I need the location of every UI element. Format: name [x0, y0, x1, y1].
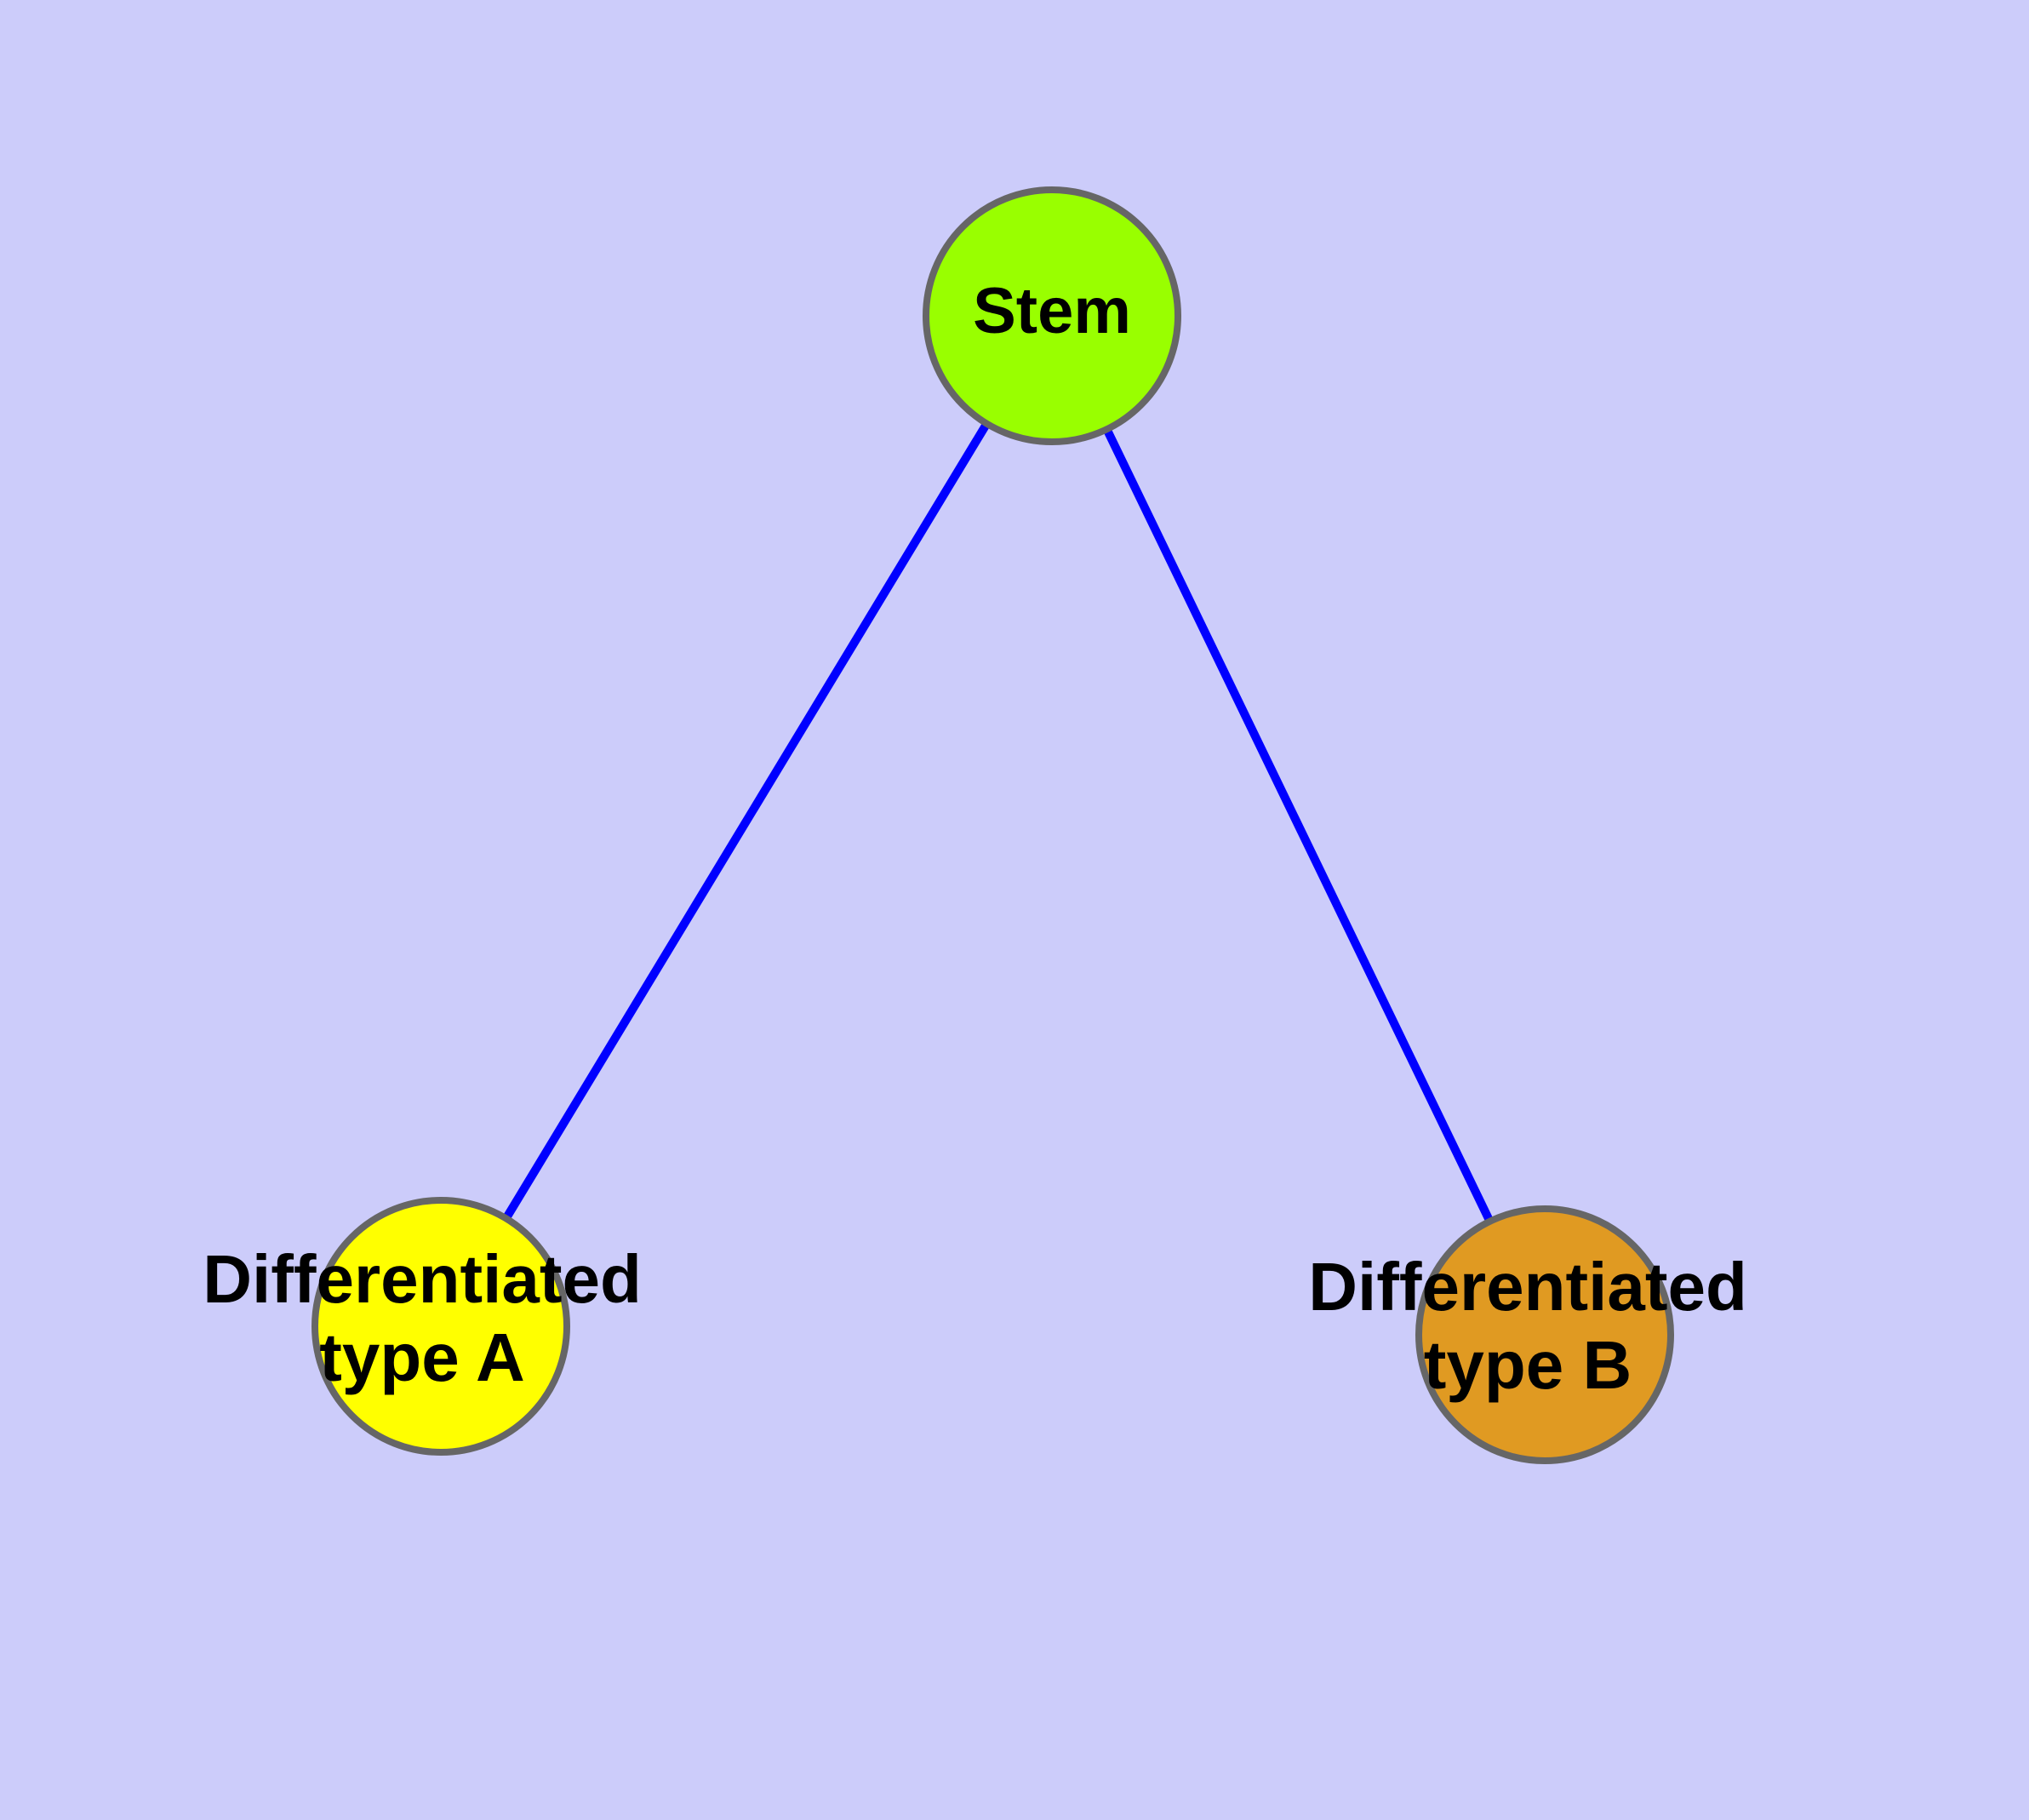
node-label-stem-line-1: Stem: [973, 275, 1131, 347]
node-stem[interactable]: Stem: [923, 186, 1181, 445]
node-circle-differentiated-type-a[interactable]: [311, 1197, 570, 1456]
node-label-differentiated-type-a-line-1: Differentiated: [203, 1241, 642, 1317]
node-circle-differentiated-type-b[interactable]: [1415, 1205, 1674, 1464]
node-circle-stem[interactable]: [923, 186, 1181, 445]
node-label-differentiated-type-b-line-1: Differentiated: [1308, 1249, 1747, 1325]
edge-stem-to-type-a[interactable]: [437, 313, 1056, 1329]
node-label-differentiated-type-a-line-2: type A: [319, 1319, 525, 1395]
edges-layer: [437, 313, 1549, 1337]
edge-stem-to-type-b[interactable]: [1048, 313, 1549, 1337]
node-label-differentiated-type-b-line-2: type B: [1424, 1327, 1632, 1403]
